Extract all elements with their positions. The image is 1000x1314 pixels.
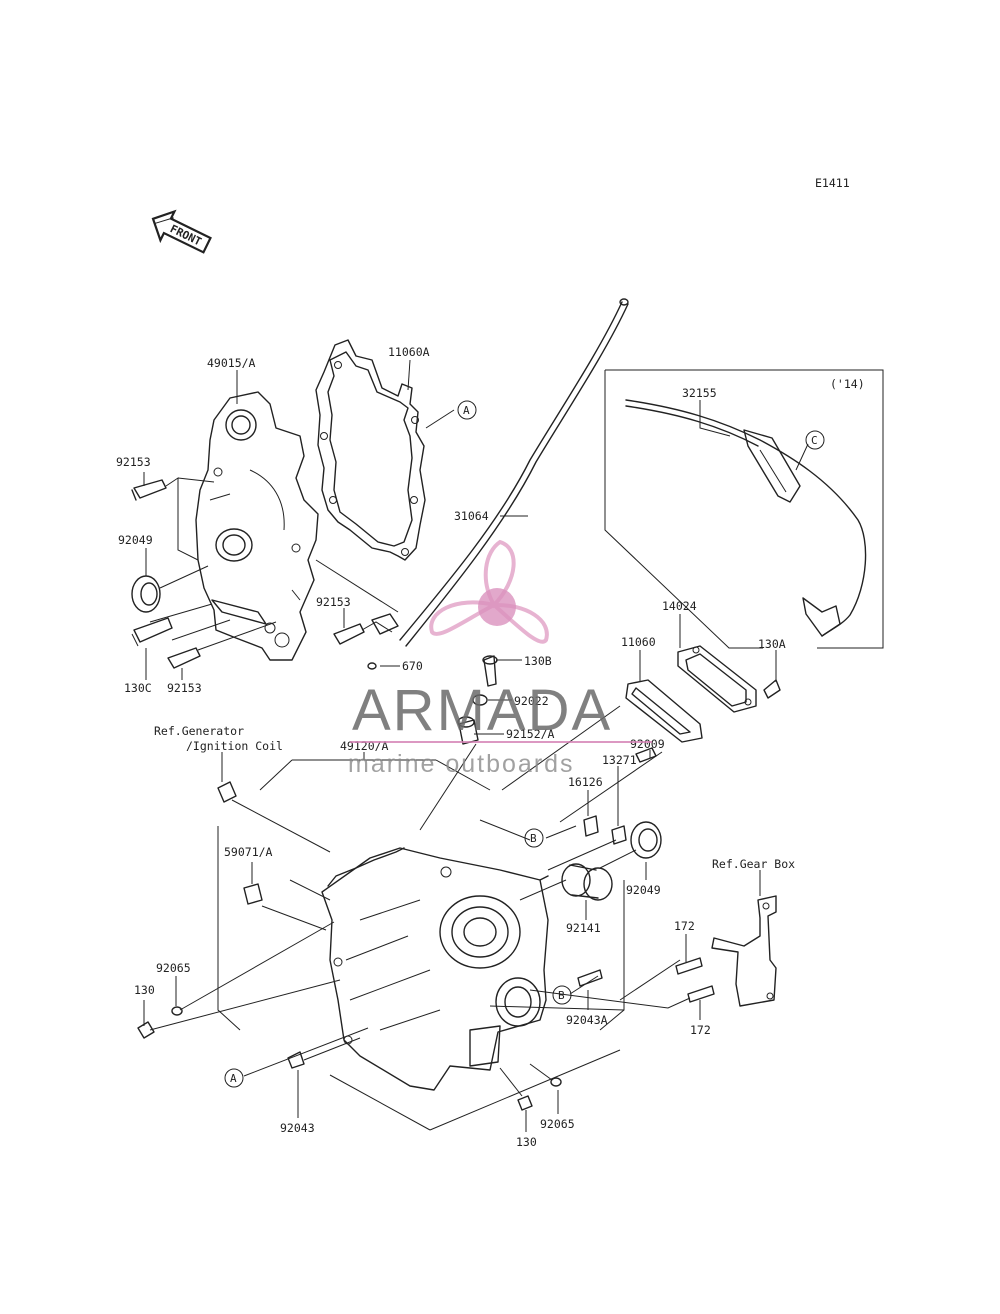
marker-a-bottom: A bbox=[224, 1068, 244, 1088]
dipstick-tube-31064 bbox=[399, 298, 629, 647]
cap-92152A bbox=[457, 716, 479, 745]
bolt-130-left bbox=[137, 1021, 155, 1039]
label-130C: 130C bbox=[124, 681, 152, 695]
label-130A: 130A bbox=[758, 637, 786, 651]
plate-13271 bbox=[611, 825, 627, 845]
bolt-130-bottom bbox=[517, 1095, 533, 1111]
bearing-92141 bbox=[561, 863, 613, 901]
bolt-92153-top bbox=[131, 479, 167, 501]
inset-label: ('14) bbox=[830, 377, 865, 391]
washer-92065-bottom bbox=[550, 1077, 562, 1087]
washer-670 bbox=[367, 613, 399, 670]
gasket-bolt-holes bbox=[320, 361, 419, 556]
svg-text:A: A bbox=[230, 1072, 237, 1085]
pin-92043A bbox=[577, 969, 603, 987]
label-130-bottom: 130 bbox=[516, 1135, 537, 1149]
propeller-logo-icon bbox=[429, 539, 549, 644]
label-92009: 92009 bbox=[630, 737, 665, 751]
stud-172-bottom bbox=[687, 985, 715, 1003]
ring-92022 bbox=[472, 694, 488, 706]
sensor-59071A bbox=[243, 883, 263, 905]
label-92043A: 92043A bbox=[566, 1013, 608, 1027]
ref-generator-line1: Ref.Generator bbox=[154, 724, 244, 738]
ref-generator-line2: /Ignition Coil bbox=[186, 739, 283, 753]
watermark: ARMADA marine outboards bbox=[348, 539, 652, 778]
label-670: 670 bbox=[402, 659, 423, 673]
label-11060: 11060 bbox=[621, 635, 656, 649]
marker-b-bottom: B bbox=[552, 985, 572, 1005]
crankcase-cover-49015A bbox=[195, 391, 319, 661]
bolt-130C bbox=[131, 617, 173, 647]
label-11060A: 11060A bbox=[388, 345, 430, 359]
watermark-brand: ARMADA bbox=[352, 678, 612, 743]
label-49015A: 49015/A bbox=[207, 356, 256, 370]
label-92049-left: 92049 bbox=[118, 533, 153, 547]
bolt-130A bbox=[763, 679, 781, 699]
bolt-92153-bottom bbox=[167, 647, 201, 669]
label-92022: 92022 bbox=[514, 694, 549, 708]
oil-seal-92049-right bbox=[630, 821, 662, 859]
gasket-11060 bbox=[625, 679, 703, 743]
washer-92065-left bbox=[171, 1006, 183, 1016]
svg-text:B: B bbox=[530, 832, 537, 845]
label-92049-right: 92049 bbox=[626, 883, 661, 897]
label-16126: 16126 bbox=[568, 775, 603, 789]
label-92141: 92141 bbox=[566, 921, 601, 935]
label-59071A: 59071/A bbox=[224, 845, 273, 859]
stud-172-top bbox=[675, 957, 703, 975]
svg-text:B: B bbox=[558, 989, 565, 1002]
label-92153-mid: 92153 bbox=[316, 595, 351, 609]
label-92153-top: 92153 bbox=[116, 455, 151, 469]
label-130B: 130B bbox=[524, 654, 552, 668]
ref-gearbox: Ref.Gear Box bbox=[712, 857, 795, 871]
screw-92009 bbox=[635, 747, 657, 763]
diagram-code: E1411 bbox=[815, 176, 850, 190]
pin-92043 bbox=[287, 1051, 305, 1069]
gasket-11060A bbox=[315, 339, 426, 561]
inset-box-2014: ('14) bbox=[604, 369, 884, 649]
gearbox-bracket bbox=[711, 895, 777, 1007]
cover-plate-14024 bbox=[677, 645, 757, 713]
bolt-92153-mid bbox=[333, 623, 365, 645]
label-92153-bottom: 92153 bbox=[167, 681, 202, 695]
label-92065-left: 92065 bbox=[156, 961, 191, 975]
label-32155: 32155 bbox=[682, 386, 717, 400]
marker-b-top: B bbox=[524, 828, 544, 848]
front-arrow-icon: FRONT bbox=[151, 209, 212, 254]
label-31064: 31064 bbox=[454, 509, 489, 523]
label-14024: 14024 bbox=[662, 599, 697, 613]
watermark-tagline: marine outboards bbox=[348, 750, 575, 778]
dipstick-32155 bbox=[625, 399, 867, 637]
svg-text:C: C bbox=[811, 434, 818, 447]
label-92065-bottom: 92065 bbox=[540, 1117, 575, 1131]
label-130-left: 130 bbox=[134, 983, 155, 997]
svg-text:A: A bbox=[463, 404, 470, 417]
marker-a-top: A bbox=[457, 400, 477, 420]
pin-16126 bbox=[583, 815, 599, 837]
marker-c: C bbox=[805, 430, 825, 450]
part-labels: 49015/A 11060A 92153 92049 92153 130C 92… bbox=[116, 345, 795, 1149]
crankcase-49120A bbox=[321, 847, 549, 1091]
label-92043: 92043 bbox=[280, 1121, 315, 1135]
label-172-top: 172 bbox=[674, 919, 695, 933]
generator-part bbox=[217, 781, 237, 803]
label-13271: 13271 bbox=[602, 753, 637, 767]
leader-lines bbox=[143, 359, 809, 1132]
oil-seal-92049-left bbox=[131, 575, 161, 613]
label-92152A: 92152/A bbox=[506, 727, 555, 741]
label-172-bottom: 172 bbox=[690, 1023, 711, 1037]
